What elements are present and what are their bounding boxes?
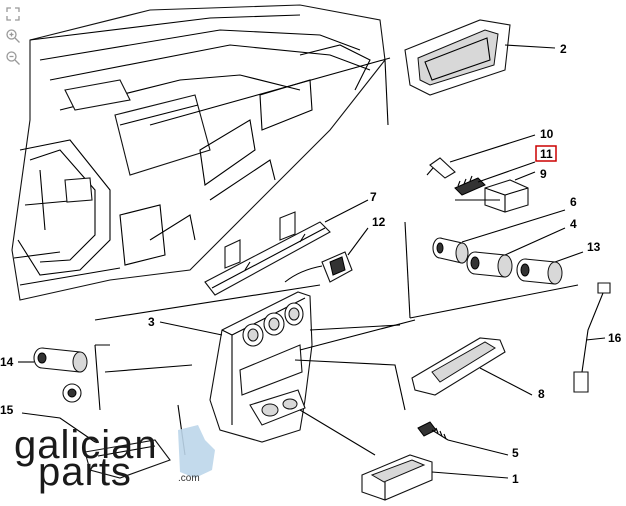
callout-5: 5 xyxy=(512,446,519,460)
callout-8: 8 xyxy=(538,387,545,401)
callout-4-leader xyxy=(504,227,566,256)
callout-12: 12 xyxy=(372,215,386,229)
part-9-relay xyxy=(484,179,529,213)
callout-labels: 2 10 11 9 6 7 4 12 13 3 16 14 8 15 5 1 xyxy=(0,42,622,486)
group-bracket-line xyxy=(404,221,411,319)
part-13-plug xyxy=(516,258,563,285)
callout-2-leader xyxy=(504,44,556,49)
part-16-cable xyxy=(573,282,611,393)
callout-6: 6 xyxy=(570,195,577,209)
callout-7: 7 xyxy=(370,190,377,204)
callout-12-leader xyxy=(347,227,369,256)
part-12-cable xyxy=(284,265,323,283)
callout-11-highlight-box xyxy=(535,145,557,162)
callout-2: 2 xyxy=(560,42,567,56)
callout-10: 10 xyxy=(540,127,554,141)
part-2-bezel xyxy=(404,19,511,96)
callout-15: 15 xyxy=(0,403,14,417)
callout-14: 14 xyxy=(0,355,14,369)
callout-3-leader xyxy=(159,321,223,336)
callout-10-leader xyxy=(449,134,536,163)
part-3-centre-console xyxy=(209,291,313,443)
callout-16: 16 xyxy=(608,331,622,345)
callout-11-leader xyxy=(477,161,536,183)
fullscreen-icon[interactable] xyxy=(5,6,21,22)
part-4-cigar-socket xyxy=(466,251,513,278)
part-7-bracket xyxy=(204,211,331,296)
overview-bottom-line xyxy=(94,284,321,321)
callout-8-leader xyxy=(479,367,533,396)
part-14-leader xyxy=(104,364,193,373)
callout-1: 1 xyxy=(512,472,519,486)
console-leader-a xyxy=(309,324,401,331)
callout-13-leader xyxy=(554,251,584,263)
watermark-line-2: parts xyxy=(38,450,132,494)
console-leader-d xyxy=(299,409,376,456)
console-leader-e xyxy=(409,284,579,319)
part-5-screw xyxy=(417,421,449,441)
callout-1-leader xyxy=(431,471,509,479)
part-1-ashtray xyxy=(361,454,433,501)
callout-9-leader xyxy=(514,171,536,181)
watermark-line-1: galician xyxy=(14,423,158,467)
callout-11: 11 xyxy=(540,147,553,161)
overview-leader-line xyxy=(149,57,391,126)
callout-5-leader xyxy=(447,439,509,456)
callout-15-leader xyxy=(21,412,96,443)
callout-7-leader xyxy=(324,199,369,223)
galicia-map-shape xyxy=(178,425,215,478)
part-11-connector xyxy=(454,175,486,196)
callout-6-leader xyxy=(461,209,566,243)
callout-9: 9 xyxy=(540,167,547,181)
watermark-suffix: .com xyxy=(178,473,200,484)
console-leader-b xyxy=(299,319,416,351)
console-leader-c xyxy=(294,359,406,411)
callout-3: 3 xyxy=(148,315,155,329)
part-14-frame-line xyxy=(94,344,110,411)
galicianparts-watermark-logo: galician parts .com xyxy=(14,423,215,494)
part-15-cover xyxy=(84,439,171,479)
callout-4: 4 xyxy=(570,217,577,231)
callout-16-leader xyxy=(585,337,606,341)
overview-edge-line xyxy=(384,59,389,126)
part-8-ashtray-lid xyxy=(411,337,506,396)
part-14-socket xyxy=(33,347,88,403)
part-10-clip xyxy=(426,157,456,179)
zoom-out-icon[interactable] xyxy=(5,50,21,66)
part-12-switch-module xyxy=(321,251,353,283)
callout-13: 13 xyxy=(587,240,601,254)
zoom-in-icon[interactable] xyxy=(5,28,21,44)
part-6-switch xyxy=(432,237,469,264)
dashboard-overview-drawing xyxy=(11,4,386,301)
